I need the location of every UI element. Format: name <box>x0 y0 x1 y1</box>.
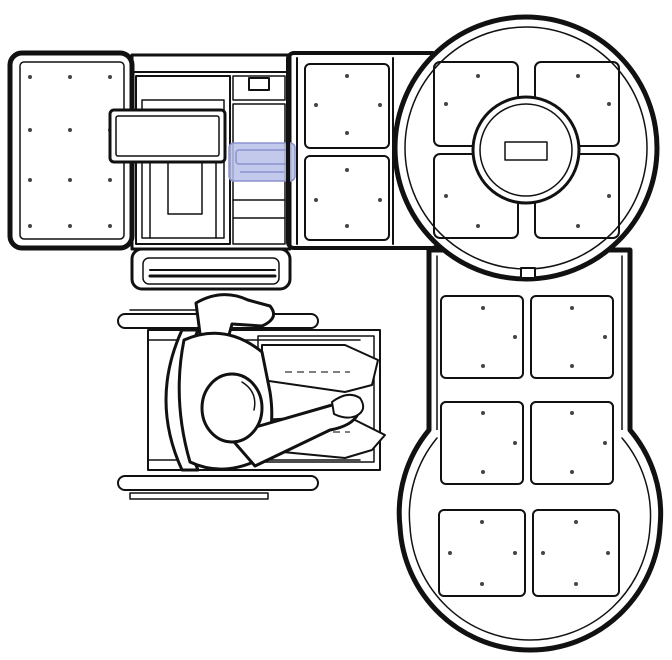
round-end-worktop <box>396 401 664 653</box>
wheelchair-user <box>117 293 386 500</box>
faucet-overlay <box>228 142 296 182</box>
upper-cabinet-bank <box>286 51 440 250</box>
round-corner-worktop <box>392 14 660 282</box>
sink-unit <box>108 53 292 291</box>
